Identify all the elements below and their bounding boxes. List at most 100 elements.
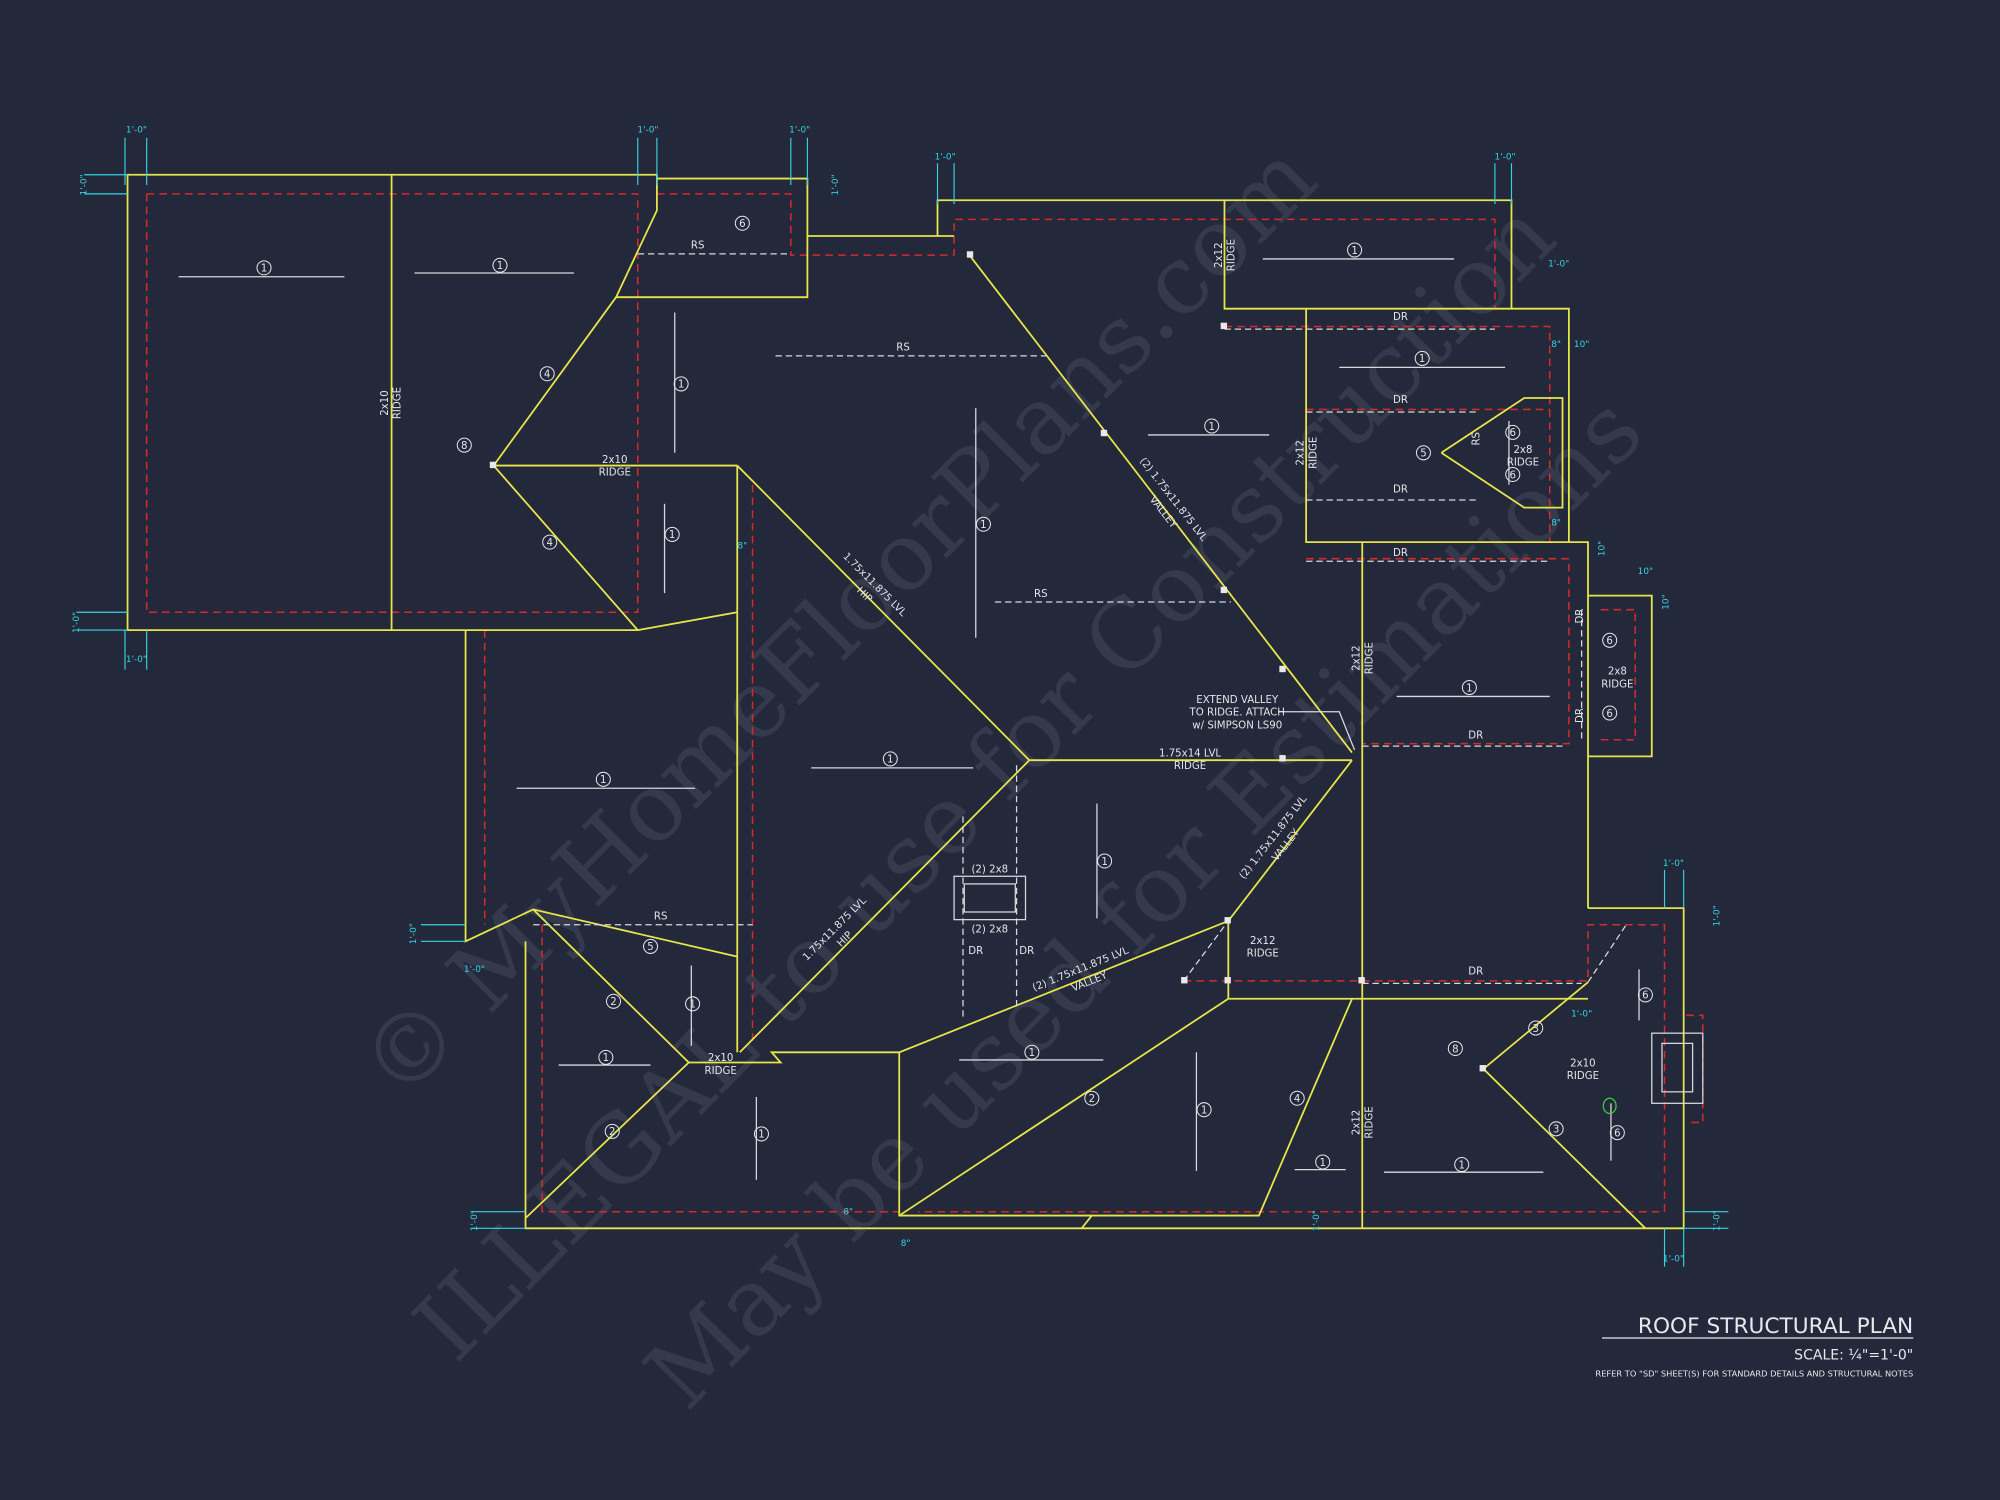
dim-label: 1'-0" — [80, 174, 90, 195]
key-circle-icon — [1414, 350, 1430, 366]
rs-label: RS — [691, 241, 705, 252]
title-block: ROOF STRUCTURAL PLAN SCALE: ¼"=1'-0" REF… — [1595, 1314, 1913, 1378]
dim-label: 1'-0" — [470, 1210, 480, 1231]
dim-label: 1'-0" — [126, 655, 147, 665]
detail-key-number: 6 — [739, 219, 745, 230]
key-circle-icon — [256, 260, 272, 276]
key-circle-icon — [1415, 445, 1431, 461]
ridge-size: 2x10 — [380, 390, 391, 415]
detail-key-number: 5 — [647, 942, 653, 953]
detail-key-number: 2 — [1089, 1094, 1095, 1105]
ridge-size: 2x12 — [1214, 242, 1225, 267]
key-circle-icon — [1024, 1044, 1040, 1060]
dim-label: 8" — [737, 541, 747, 551]
detail-key-number: 1 — [600, 775, 606, 786]
detail-key-number: 6 — [1642, 991, 1648, 1002]
detail-key-number: 1 — [261, 264, 267, 275]
dr-label: DR — [1393, 484, 1408, 495]
dim-label: 10" — [1598, 541, 1608, 556]
ridge-size: 2x12 — [1352, 1110, 1363, 1135]
key-circle-icon — [539, 366, 555, 382]
detail-key-number: 1 — [669, 530, 675, 541]
key-circle-icon — [1602, 705, 1618, 721]
rs-label: RS — [896, 343, 910, 354]
dr-label: DR — [1575, 708, 1586, 723]
detail-key-number: 6 — [1606, 636, 1612, 647]
revision-mark-icon — [1602, 1097, 1617, 1115]
connection-nodes — [489, 251, 1486, 1072]
dim-label: 1'-0" — [126, 126, 147, 136]
dr-label: DR — [1393, 312, 1408, 323]
detail-key-number: 1 — [497, 261, 503, 272]
detail-key-number: 1 — [1201, 1106, 1207, 1117]
dr-label: DR — [1393, 395, 1408, 406]
key-circle-icon — [1289, 1090, 1305, 1106]
ridge-size: 2x8 — [1513, 445, 1532, 456]
ridge-label: RIDGE — [1364, 642, 1375, 674]
dimension-marks — [76, 137, 1729, 1267]
detail-key-number: 1 — [1029, 1048, 1035, 1059]
detail-key-number: 3 — [1532, 1024, 1538, 1035]
key-circle-icon — [1315, 1154, 1331, 1170]
key-circle-icon — [673, 376, 689, 392]
ridge-size: 2x10 — [1570, 1058, 1595, 1069]
dim-label: 1'-0" — [1548, 260, 1569, 270]
key-circle-icon — [1204, 418, 1220, 434]
rs-dr-labels: RS RS RS RS RS DR DR DR DR DR DR DR DR D… — [654, 241, 1586, 978]
dim-label: 1'-0" — [831, 174, 841, 195]
dim-label: 1'-0" — [409, 923, 419, 944]
key-circle-icon — [1505, 424, 1521, 440]
ridge-label: RIDGE — [1247, 949, 1279, 960]
extend-valley-note: EXTEND VALLEY — [1196, 695, 1279, 706]
dim-label: 1'-0" — [464, 965, 485, 975]
key-circle-icon — [1609, 1125, 1625, 1141]
detail-key-number: 1 — [1458, 1160, 1464, 1171]
key-circle-icon — [1528, 1020, 1544, 1036]
dr-label: DR — [1575, 609, 1586, 624]
ridge-size: 2x12 — [1352, 645, 1363, 670]
dr-label: DR — [1019, 946, 1034, 957]
ridge-label: RIDGE — [1507, 458, 1539, 469]
detail-key-number: 1 — [1208, 422, 1214, 433]
detail-key-number: 1 — [980, 520, 986, 531]
key-circle-icon — [492, 257, 508, 273]
key-circle-icon — [1548, 1121, 1564, 1137]
rs-label: RS — [654, 912, 668, 923]
header-label: (2) 2x8 — [971, 924, 1008, 935]
key-circle-icon — [975, 516, 991, 532]
key-circle-icon — [542, 534, 558, 550]
dimension-labels: 1'-0" 1'-0" 1'-0" 1'-0" 1'-0" 1'-0" 1'-0… — [72, 126, 1722, 1265]
ridge-size: 2x10 — [602, 455, 627, 466]
key-circle-icon — [456, 437, 472, 453]
dim-label: 1'-0" — [1712, 1210, 1722, 1231]
dim-label: 1'-0" — [1571, 1010, 1592, 1020]
key-circle-icon — [1196, 1102, 1212, 1118]
rs-label: RS — [1472, 432, 1483, 446]
dim-label: 1'-0" — [789, 126, 810, 136]
detail-key-number: 1 — [603, 1053, 609, 1064]
dim-label: 1'-0" — [1663, 859, 1684, 869]
dim-label: 1'-0" — [637, 126, 658, 136]
detail-key-number: 1 — [758, 1130, 764, 1141]
dim-label: 8" — [1551, 519, 1561, 529]
key-circle-icon — [685, 996, 701, 1012]
key-circle-icon — [595, 771, 611, 787]
dim-label: 1'-0" — [1312, 1210, 1322, 1231]
detail-key-number: 1 — [1351, 246, 1357, 257]
key-circle-icon — [598, 1049, 614, 1065]
key-circle-icon — [642, 938, 659, 954]
dr-label: DR — [1393, 548, 1408, 559]
bearing-walls — [145, 193, 1704, 1213]
dim-label: 1'-0" — [935, 152, 956, 162]
key-circle-icon — [664, 526, 680, 542]
detail-key-number: 1 — [1101, 857, 1107, 868]
detail-key-number: 2 — [610, 997, 616, 1008]
dr-label: DR — [1468, 966, 1483, 977]
ridge-label: RIDGE — [1567, 1071, 1599, 1082]
ridge-label: RIDGE — [1227, 239, 1238, 271]
structural-note: REFER TO "SD" SHEET(S) FOR STANDARD DETA… — [1595, 1368, 1913, 1378]
detail-key-number: 1 — [1466, 683, 1472, 694]
dim-label: 1'-0" — [1495, 152, 1516, 162]
key-circle-icon — [734, 215, 750, 231]
